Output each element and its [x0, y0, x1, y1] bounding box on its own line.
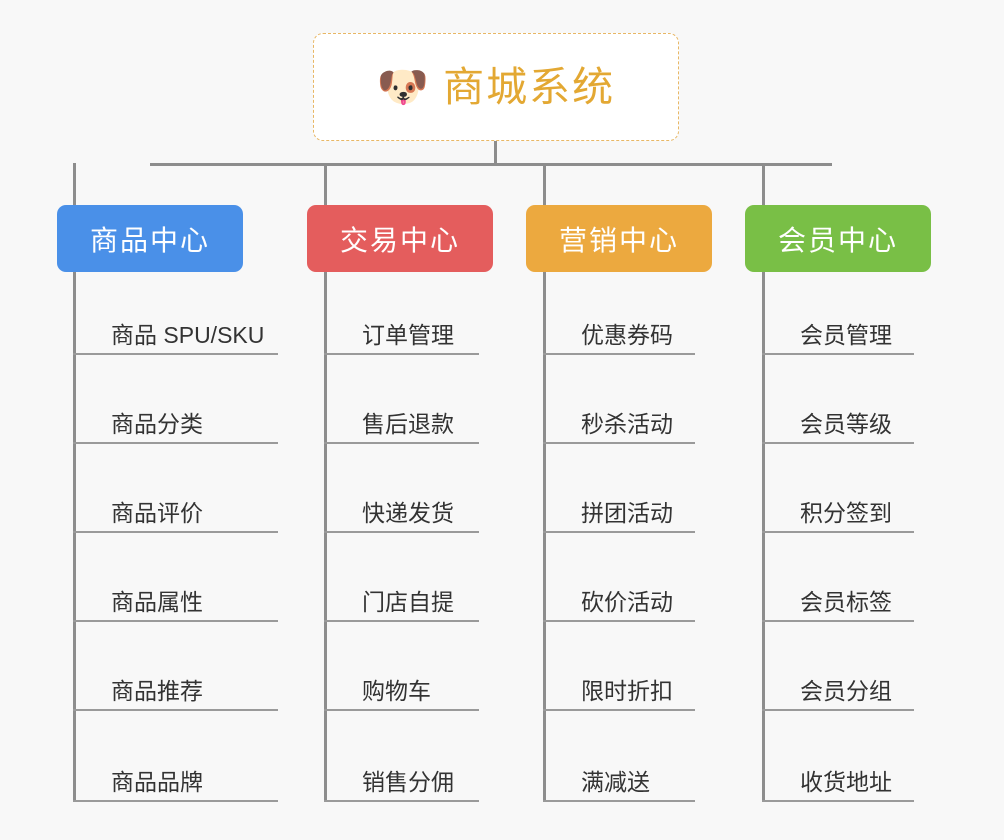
connector-drop-2: [324, 163, 327, 206]
category-label: 会员中心: [777, 224, 898, 256]
leaf-label: 门店自提: [362, 589, 454, 615]
leaf-label: 商品品牌: [111, 769, 203, 795]
leaf-label: 销售分佣: [362, 769, 454, 795]
leaf-label: 商品属性: [111, 589, 203, 615]
leaf-label: 秒杀活动: [581, 411, 673, 437]
leaf-underline: [73, 800, 278, 802]
leaf-label: 限时折扣: [581, 678, 673, 704]
leaf-label: 商品 SPU/SKU: [111, 322, 265, 348]
leaf-underline: [73, 531, 278, 533]
connector-drop-1: [73, 163, 76, 206]
shiba-dog-icon: 🐶: [376, 63, 430, 110]
leaf-label: 会员标签: [800, 589, 892, 615]
connector-drop-3: [543, 163, 546, 206]
category-box-1[interactable]: 商品中心: [57, 205, 243, 272]
branch-spine-4: [762, 272, 765, 802]
leaf-underline: [73, 353, 278, 355]
root-title: 商城系统: [443, 63, 616, 110]
connector-drop-4: [762, 163, 765, 206]
leaf-underline: [324, 620, 479, 622]
leaf-underline: [324, 442, 479, 444]
leaf-underline: [324, 353, 479, 355]
leaf-underline: [73, 709, 278, 711]
leaf-label: 会员等级: [800, 411, 892, 437]
category-box-3[interactable]: 营销中心: [526, 205, 712, 272]
leaf-label: 拼团活动: [581, 500, 673, 526]
leaf-label: 售后退款: [362, 411, 454, 437]
leaf-label: 满减送: [581, 769, 650, 795]
leaf-label: 购物车: [362, 678, 431, 704]
branch-spine-2: [324, 272, 327, 802]
leaf-underline: [762, 531, 914, 533]
leaf-label: 商品评价: [111, 500, 203, 526]
leaf-label: 会员管理: [800, 322, 892, 348]
leaf-underline: [73, 442, 278, 444]
leaf-label: 会员分组: [800, 678, 892, 704]
leaf-label: 商品分类: [111, 411, 203, 437]
leaf-underline: [543, 620, 695, 622]
leaf-underline: [324, 709, 479, 711]
category-label: 营销中心: [558, 224, 679, 256]
leaf-label: 订单管理: [362, 322, 454, 348]
leaf-underline: [324, 800, 479, 802]
leaf-label: 快递发货: [362, 500, 454, 526]
category-label: 商品中心: [89, 224, 210, 256]
root-node[interactable]: 🐶 商城系统: [313, 33, 679, 141]
leaf-underline: [324, 531, 479, 533]
connector-root-stem: [494, 141, 497, 165]
category-box-2[interactable]: 交易中心: [307, 205, 493, 272]
leaf-underline: [543, 353, 695, 355]
leaf-underline: [543, 800, 695, 802]
leaf-underline: [762, 620, 914, 622]
branch-spine-1: [73, 272, 76, 802]
leaf-underline: [762, 442, 914, 444]
leaf-underline: [543, 531, 695, 533]
connector-horizontal-bus: [150, 163, 832, 166]
leaf-underline: [762, 353, 914, 355]
category-label: 交易中心: [339, 224, 460, 256]
category-box-4[interactable]: 会员中心: [745, 205, 931, 272]
leaf-label: 商品推荐: [111, 678, 203, 704]
leaf-label: 收货地址: [800, 769, 892, 795]
leaf-label: 积分签到: [800, 500, 892, 526]
leaf-underline: [543, 442, 695, 444]
leaf-underline: [73, 620, 278, 622]
leaf-underline: [762, 709, 914, 711]
leaf-underline: [543, 709, 695, 711]
branch-spine-3: [543, 272, 546, 802]
leaf-label: 优惠券码: [581, 322, 673, 348]
leaf-label: 砍价活动: [581, 589, 673, 615]
leaf-underline: [762, 800, 914, 802]
